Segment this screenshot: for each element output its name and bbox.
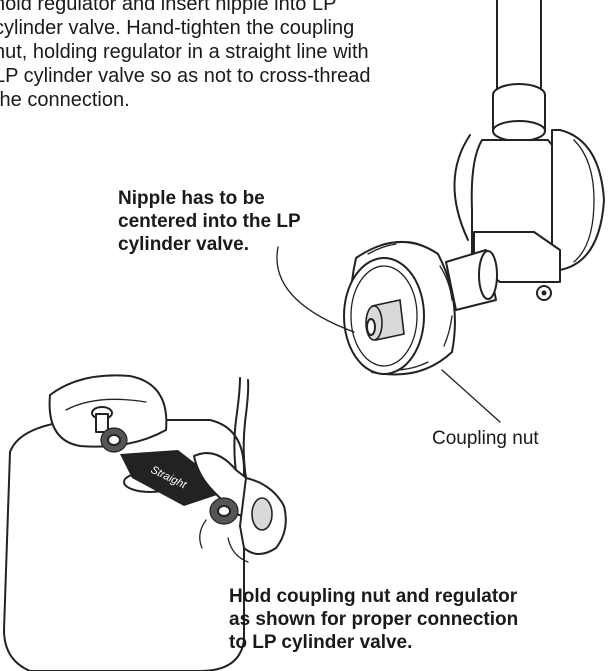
- regulator-loop: [453, 134, 471, 241]
- intro-line: hold regulator and insert nipple into LP: [0, 0, 337, 15]
- callout-line: centered into the LP: [118, 211, 301, 232]
- nipple-tip: [366, 318, 376, 336]
- callout-line: to LP cylinder valve.: [229, 632, 413, 653]
- callout-line: cylinder valve.: [118, 234, 249, 255]
- intro-line: cylinder valve. Hand-tighten the couplin…: [0, 17, 355, 39]
- intro-line: LP cylinder valve so as not to cross-thr…: [0, 65, 371, 87]
- small-regulator: [251, 497, 273, 531]
- coupling-nut-label: Coupling nut: [432, 428, 539, 449]
- intro-line: the connection.: [0, 89, 130, 111]
- hold-callout: Hold coupling nut and regulator as shown…: [229, 585, 518, 654]
- callout-line: as shown for proper connection: [229, 609, 519, 630]
- coupling-nut-ribs: [367, 240, 453, 371]
- regulator-diaphragm: [551, 129, 605, 271]
- callout-line: Nipple has to be: [118, 188, 265, 209]
- regulator-closeup: [276, 0, 605, 423]
- lp-cylinder: Straight: [3, 374, 287, 671]
- straight-arrow: [120, 450, 220, 506]
- intro-paragraph: hold regulator and insert nipple into LP…: [0, 0, 370, 112]
- callout-line: Hold coupling nut and regulator: [229, 586, 518, 607]
- coupling-nut-leader-line: [441, 369, 501, 423]
- nipple-leader-line: [276, 246, 355, 333]
- nipple-callout: Nipple has to be centered into the LP cy…: [118, 187, 301, 256]
- intro-line: nut, holding regulator in a straight lin…: [0, 41, 369, 63]
